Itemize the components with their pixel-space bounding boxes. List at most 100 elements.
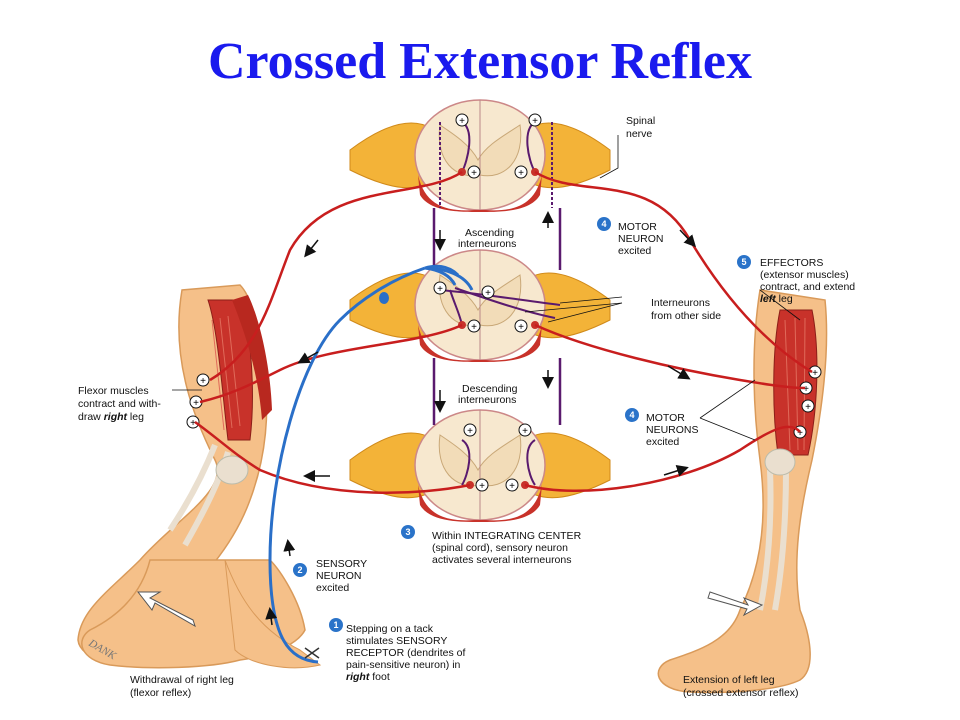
svg-text:+: + [805,402,811,413]
step-4-text: NEURON [618,233,664,245]
withdraw-motion-arrow [136,591,196,628]
flexor-label-line-2: contract and with- [78,398,161,410]
step-number: 1 [333,620,338,630]
flexor-label-line-3: draw right leg [78,411,144,423]
step-6-line-1: MOTOR [646,412,685,424]
step-3-text: Within INTEGRATING CENTER [432,530,582,542]
sensory-neuron [268,264,474,664]
step-3-line-3: activates several interneurons [432,554,572,566]
svg-text:+: + [437,284,443,295]
step-4-line-3: excited [618,245,651,257]
extension-caption-1: Extension of left leg [683,674,775,686]
spinal-nerve-label-2: nerve [626,128,652,140]
step-5-line-3: contract, and extend [760,281,855,293]
step-6-text: MOTOR [646,412,685,424]
step-6-text: NEURONS [646,424,699,436]
step-2-text: NEURON [316,570,362,582]
step-2-line-1: SENSORY [316,558,367,570]
step-4-line-1: MOTOR [618,221,657,233]
left-leg-extending [657,289,828,694]
step-badge [293,563,307,577]
svg-text:+: + [459,116,465,127]
step-2-line-2: NEURON [316,570,362,582]
descending-label-2: interneurons [458,394,516,406]
svg-text:+: + [485,288,491,299]
step-5-text: (extensor muscles) [760,269,849,281]
sensory-ganglion [379,292,389,304]
step-1-text: pain-sensitive neuron) in [346,659,461,671]
spinal-cord-segment-bottom [349,409,611,522]
svg-text:+: + [193,398,199,409]
svg-text:+: + [812,368,818,379]
step-3-line-1: Within INTEGRATING CENTER [432,530,582,542]
step-6-line-2: NEURONS [646,424,699,436]
flexor-label-text: contract and with- [78,398,161,410]
step-5-text: leg [776,293,793,305]
svg-text:+: + [803,384,809,395]
step-3-text: (spinal cord), sensory neuron [432,542,568,554]
extend-motion-arrow [707,591,764,617]
step-3: 3 Within INTEGRATING CENTER(spinal cord),… [401,525,582,566]
svg-text:+: + [467,426,473,437]
svg-text:+: + [532,116,538,127]
interneurons-other-label-1: Interneurons [651,297,710,309]
flexor-label-line-1: Flexor muscles [78,385,149,397]
step-number: 4 [629,410,634,420]
interneurons-other-label-2: from other side [651,310,721,322]
flexor-label-text: leg [127,411,144,423]
step-badge [401,525,415,539]
step-6-text: excited [646,436,679,448]
svg-text:+: + [200,376,206,387]
step-2-text: excited [316,582,349,594]
step-badge [597,217,611,231]
ascending-label-2: interneurons [458,238,516,250]
page-title: Crossed Extensor Reflex [208,33,752,90]
step-number: 3 [405,527,410,537]
step-4-text: MOTOR [618,221,657,233]
step-badge [329,618,343,632]
spinal-cord-segment-top [349,99,611,212]
step-number: 4 [601,219,606,229]
step-3-text: activates several interneurons [432,554,572,566]
step-4-line-2: NEURON [618,233,664,245]
step-1-line-2: stimulates SENSORY [346,635,447,647]
step-badge [737,255,751,269]
svg-text:+: + [518,168,524,179]
svg-text:+: + [522,426,528,437]
flexor-label-text: right [104,411,128,423]
svg-text:+: + [518,322,524,333]
step-1-text: Stepping on a tack [346,623,434,635]
spinal-cord-segment-middle [349,249,611,362]
step-2-line-3: excited [316,582,349,594]
step-3-line-2: (spinal cord), sensory neuron [432,542,568,554]
svg-text:+: + [479,481,485,492]
step-5-line-4: left leg [760,293,793,305]
step-6-line-3: excited [646,436,679,448]
step-number: 5 [741,257,746,267]
svg-text:+: + [509,481,515,492]
tack-icon [304,647,320,659]
step-1-text: right [346,671,370,683]
step-1-line-3: RECEPTOR (dendrites of [346,647,466,659]
step-badge [625,408,639,422]
right-foot [81,559,322,669]
step-1-text: RECEPTOR (dendrites of [346,647,466,659]
step-1-line-4: pain-sensitive neuron) in [346,659,461,671]
signal-direction-arrows [265,211,697,626]
ascending-label-1: Ascending [465,227,514,239]
spinal-nerve-label-1: Spinal [626,115,655,127]
step-1-text: foot [369,671,390,683]
svg-text:+: + [797,428,803,439]
extension-caption-2: (crossed extensor reflex) [683,687,799,699]
step-5-line-2: (extensor muscles) [760,269,849,281]
step-4-text: excited [618,245,651,257]
step-5-text: left [760,293,776,305]
